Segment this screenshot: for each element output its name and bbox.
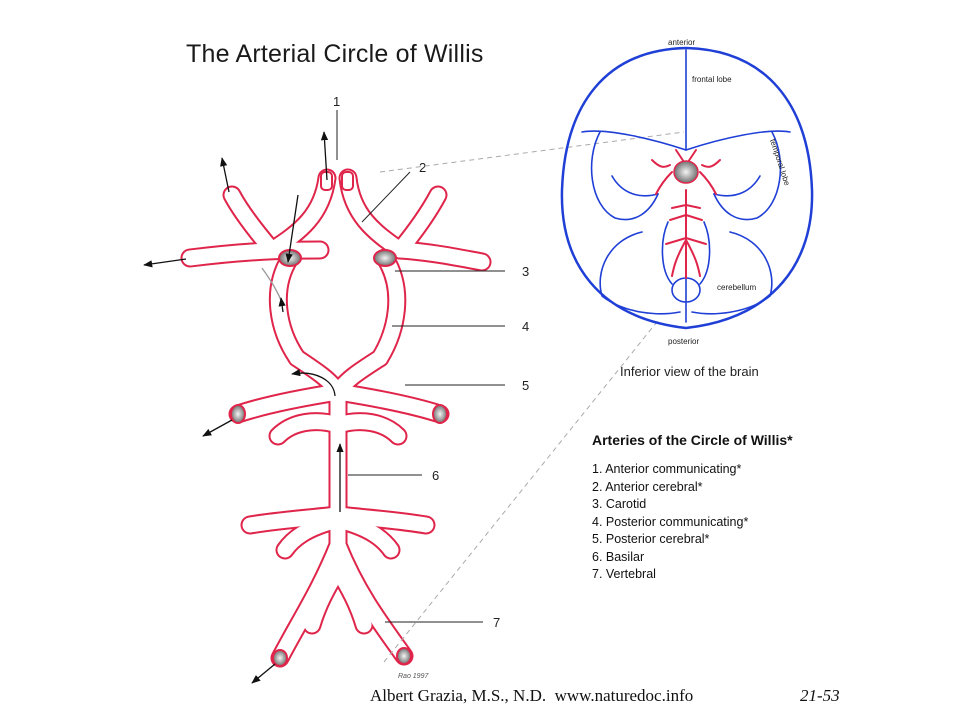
flow-arrows bbox=[143, 131, 344, 684]
artery-schematic: 1 2 3 4 5 6 7 bbox=[143, 94, 529, 684]
view-connector-lines bbox=[379, 131, 685, 663]
artist-signature: Rao 1997 bbox=[398, 673, 429, 680]
callout-6: 6 bbox=[432, 468, 439, 483]
leader-lines bbox=[336, 110, 505, 623]
brain-inferior-view: anterior frontal lobe temporal lobe cere… bbox=[560, 38, 814, 346]
legend-list: 1. Anterior communicating* 2. Anterior c… bbox=[592, 461, 793, 584]
brain-vessel-tree bbox=[651, 149, 721, 279]
legend-item-posterior-cerebral: 5. Posterior cerebral* bbox=[592, 532, 710, 546]
legend-item-carotid: 3. Carotid bbox=[592, 497, 647, 511]
legend-item-vertebral: 7. Vertebral bbox=[592, 567, 656, 581]
brain-stem-cut bbox=[673, 160, 699, 184]
diagram-title: The Arterial Circle of Willis bbox=[186, 40, 484, 68]
brain-label-posterior: posterior bbox=[668, 337, 699, 346]
callout-2: 2 bbox=[419, 160, 426, 175]
legend-item-posterior-communicating: 4. Posterior communicating* bbox=[592, 514, 749, 529]
callout-4: 4 bbox=[522, 319, 529, 334]
callout-7: 7 bbox=[493, 615, 500, 630]
legend-item-anterior-cerebral: 2. Anterior cerebral* bbox=[592, 479, 703, 494]
legend-item-anterior-communicating: 1. Anterior communicating* bbox=[592, 462, 742, 476]
footer-author: Albert Grazia, M.S., N.D. www.naturedoc.… bbox=[370, 686, 694, 705]
brain-label-anterior: anterior bbox=[668, 38, 695, 47]
legend-title: Arteries of the Circle of Willis* bbox=[592, 432, 793, 448]
callout-3: 3 bbox=[522, 264, 529, 279]
carotid-cut-ends bbox=[230, 249, 448, 667]
callout-1: 1 bbox=[333, 94, 340, 109]
footer-page-number: 21-53 bbox=[800, 686, 840, 705]
arteries-legend: Arteries of the Circle of Willis* 1. Ant… bbox=[592, 432, 793, 584]
brain-label-cerebellum: cerebellum bbox=[717, 283, 756, 292]
callout-5: 5 bbox=[522, 378, 529, 393]
legend-item-basilar: 6. Basilar bbox=[592, 549, 645, 564]
brain-label-frontal-lobe: frontal lobe bbox=[692, 75, 732, 84]
inferior-view-caption: Inferior view of the brain bbox=[620, 364, 759, 379]
